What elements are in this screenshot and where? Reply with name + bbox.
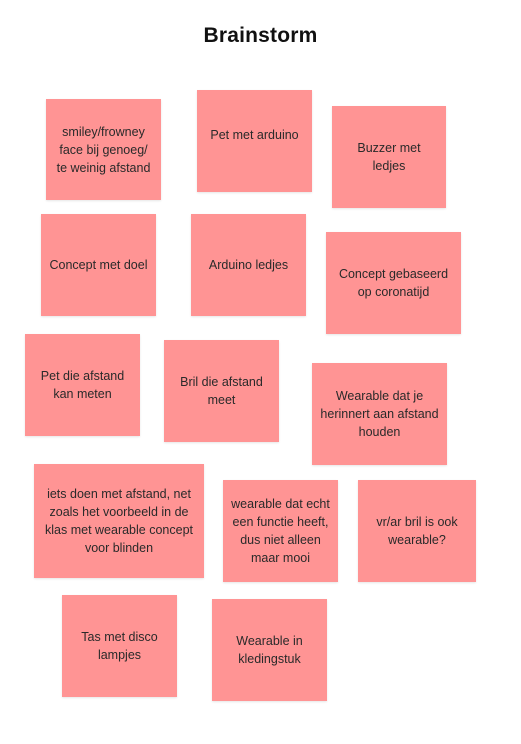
sticky-note[interactable]: Wearable dat je herinnert aan afstand ho…	[312, 363, 447, 465]
sticky-note[interactable]: wearable dat echt een functie heeft, dus…	[223, 480, 338, 582]
sticky-note-text: Pet met arduino	[210, 128, 299, 142]
sticky-note[interactable]: Wearable in kledingstuk	[212, 599, 327, 701]
sticky-note-text: Buzzer met ledjes	[357, 141, 421, 173]
sticky-note[interactable]: iets doen met afstand, net zoals het voo…	[34, 464, 204, 578]
sticky-note[interactable]: vr/ar bril is ook wearable?	[358, 480, 476, 582]
sticky-note-text: Wearable dat je herinnert aan afstand ho…	[320, 389, 439, 439]
sticky-note-text: Pet die afstand kan meten	[40, 369, 125, 401]
sticky-note-text: Tas met disco lampjes	[81, 630, 158, 662]
sticky-note-text: Concept met doel	[49, 258, 148, 272]
sticky-note-text: Wearable in kledingstuk	[236, 634, 303, 666]
sticky-note-text: Concept gebaseerd op coronatijd	[338, 267, 449, 299]
page-title: Brainstorm	[203, 24, 318, 47]
sticky-note[interactable]: Tas met disco lampjes	[62, 595, 177, 697]
sticky-note[interactable]: smiley/frowney face bij genoeg/ te weini…	[46, 99, 161, 200]
sticky-note-text: wearable dat echt een functie heeft, dus…	[231, 497, 330, 565]
sticky-note[interactable]: Concept gebaseerd op coronatijd	[326, 232, 461, 334]
sticky-note[interactable]: Pet met arduino	[197, 90, 312, 192]
sticky-note[interactable]: Bril die afstand meet	[164, 340, 279, 442]
sticky-note[interactable]: Concept met doel	[41, 214, 156, 316]
sticky-note-text: vr/ar bril is ook wearable?	[376, 515, 458, 547]
sticky-note[interactable]: Arduino ledjes	[191, 214, 306, 316]
sticky-note[interactable]: Buzzer met ledjes	[332, 106, 446, 208]
sticky-note-text: smiley/frowney face bij genoeg/ te weini…	[56, 124, 151, 175]
sticky-note-text: iets doen met afstand, net zoals het voo…	[45, 487, 193, 555]
sticky-note-text: Arduino ledjes	[208, 258, 289, 272]
sticky-note-text: Bril die afstand meet	[180, 375, 263, 407]
sticky-note[interactable]: Pet die afstand kan meten	[25, 334, 140, 436]
